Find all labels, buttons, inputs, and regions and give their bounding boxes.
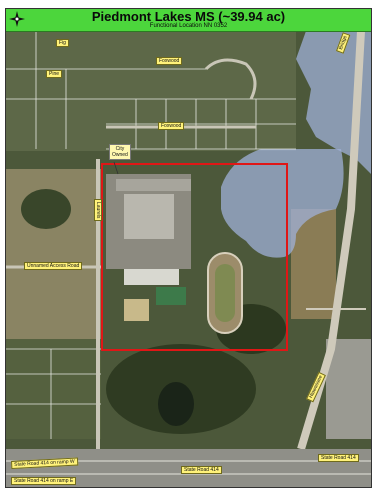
pond [158, 382, 194, 426]
map-frame: Piedmont Lakes MS (~39.94 ac) Functional… [5, 8, 372, 488]
aerial-map[interactable] [6, 9, 371, 487]
callout-line-2: Owned [112, 152, 128, 158]
school-building-north [116, 179, 191, 191]
street-label-fig: Fig [56, 39, 69, 47]
street-label-unnamed-access-road: Unnamed Access Road [24, 262, 83, 270]
street-label-sr414-ramp-e: State Road 414 on ramp E [11, 477, 77, 485]
school-building-main [124, 194, 174, 239]
street-label-sr414-east: State Road 414 [318, 454, 359, 462]
residential-area-north [6, 31, 296, 151]
parcel-lines [6, 31, 296, 439]
map-subtitle: Functional Location NN 0352 [149, 23, 228, 29]
tennis-courts [156, 287, 186, 305]
north-arrow-icon [9, 11, 25, 27]
map-title: Piedmont Lakes MS (~39.94 ac) [91, 9, 286, 24]
street-label-pine: Pine [46, 70, 63, 78]
street-label-foxwood: Foxwood [158, 122, 185, 130]
callout-leader [113, 161, 119, 175]
ball-field [124, 299, 149, 321]
residential-area-southwest [6, 339, 101, 439]
road-foxwood-loop [204, 58, 257, 100]
street-label-laurels: Laurels [94, 199, 102, 222]
city-owned-callout: City Owned [109, 144, 131, 160]
school-building-south [124, 269, 179, 285]
title-bar: Piedmont Lakes MS (~39.94 ac) Functional… [6, 9, 371, 32]
flood-zone-central [221, 149, 344, 258]
callout-line-1: City [115, 146, 125, 152]
property-boundary [101, 163, 288, 351]
street-label-foxwood-north: Foxwood [156, 57, 183, 65]
parking-lot-east [326, 339, 371, 439]
tree-cluster-west [21, 189, 71, 229]
highway-east [297, 30, 365, 451]
street-label-sr414: State Road 414 [181, 466, 222, 474]
track-infield [215, 264, 235, 322]
